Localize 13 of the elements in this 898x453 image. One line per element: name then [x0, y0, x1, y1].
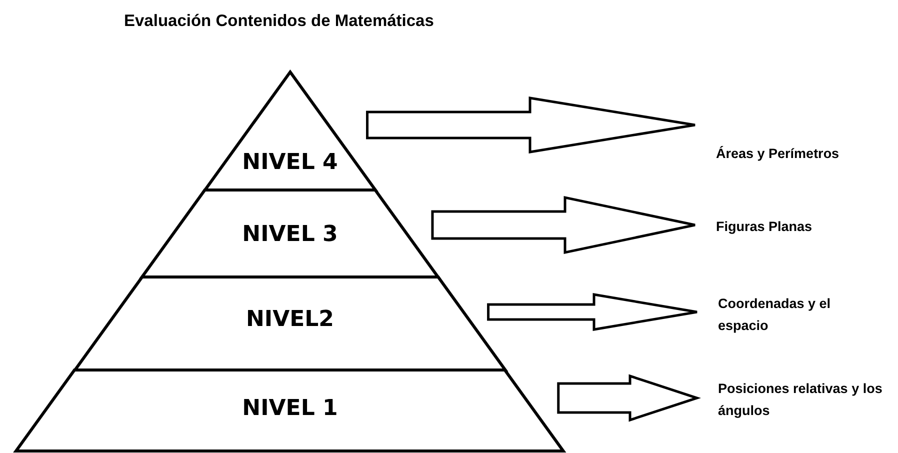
block-arrow	[557, 374, 701, 422]
topic-label: Posiciones relativas y los ángulos	[718, 380, 884, 420]
level-label: NIVEL 4	[242, 150, 338, 175]
level-label: NIVEL2	[246, 307, 334, 332]
topic-label: Coordenadas y el espacio	[718, 295, 832, 336]
block-arrow	[487, 293, 698, 331]
topic-label: Áreas y Perímetros	[716, 145, 840, 163]
diagram-title: Evaluación Contenidos de Matemáticas	[124, 12, 434, 31]
level-label: NIVEL 3	[242, 222, 338, 247]
level-label: NIVEL 1	[242, 396, 338, 421]
topic-label: Figuras Planas	[716, 218, 814, 236]
block-arrow	[366, 96, 696, 154]
block-arrow	[431, 196, 696, 254]
